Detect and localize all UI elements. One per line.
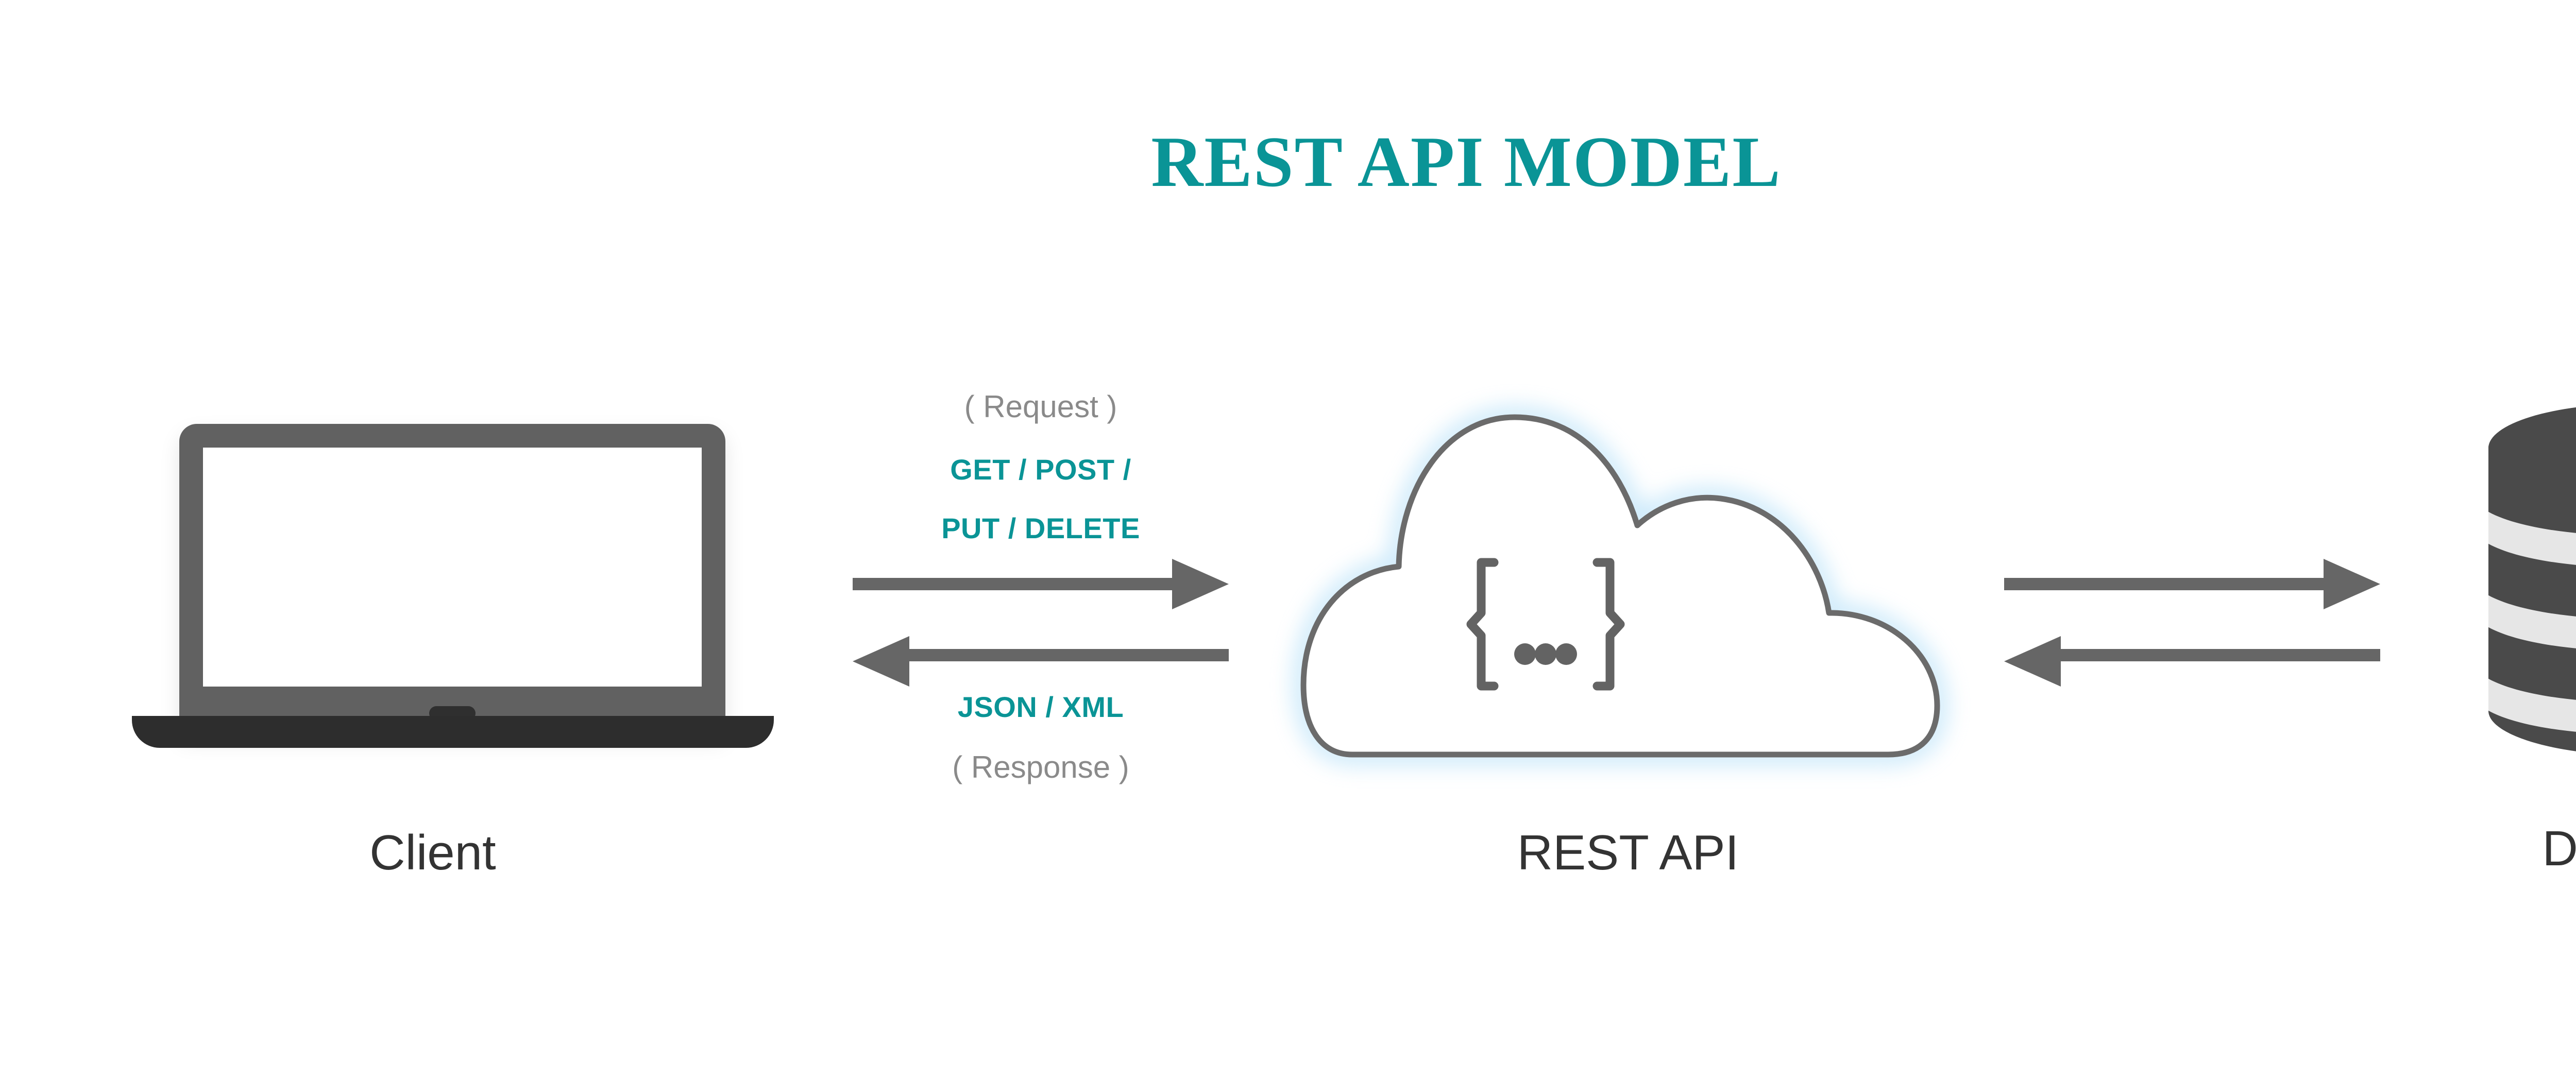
response-label: ( Response ): [952, 750, 1129, 784]
cloud-icon: [1300, 414, 1940, 758]
db-read-arrow-left: [2004, 636, 2380, 687]
database-cylinder-icon: [2488, 407, 2576, 751]
request-arrow-right: [853, 559, 1229, 609]
response-formats-label: JSON / XML: [957, 691, 1124, 723]
laptop-icon: [179, 424, 725, 733]
database-bands: [2488, 505, 2576, 734]
http-methods-line-1: GET / POST /: [950, 453, 1131, 486]
database-node: [2468, 391, 2576, 773]
database-label: Database: [2542, 821, 2576, 876]
client-node: [93, 407, 774, 778]
api-node: [1267, 397, 1989, 778]
client-label: Client: [369, 825, 496, 880]
api-label: REST API: [1517, 825, 1739, 880]
client-api-arrows: [853, 559, 1229, 688]
response-arrow-left: [853, 636, 1229, 687]
page-title: REST API MODEL: [1151, 122, 1782, 202]
http-methods-line-2: PUT / DELETE: [941, 512, 1140, 544]
api-database-arrows: [2004, 559, 2380, 688]
laptop-base: [132, 716, 774, 748]
db-write-arrow-right: [2004, 559, 2380, 609]
request-label: ( Request ): [964, 389, 1117, 424]
laptop-screen: [203, 448, 702, 687]
ellipsis-dots-icon: [1514, 643, 1577, 665]
curly-braces-icon: [1466, 558, 1625, 691]
